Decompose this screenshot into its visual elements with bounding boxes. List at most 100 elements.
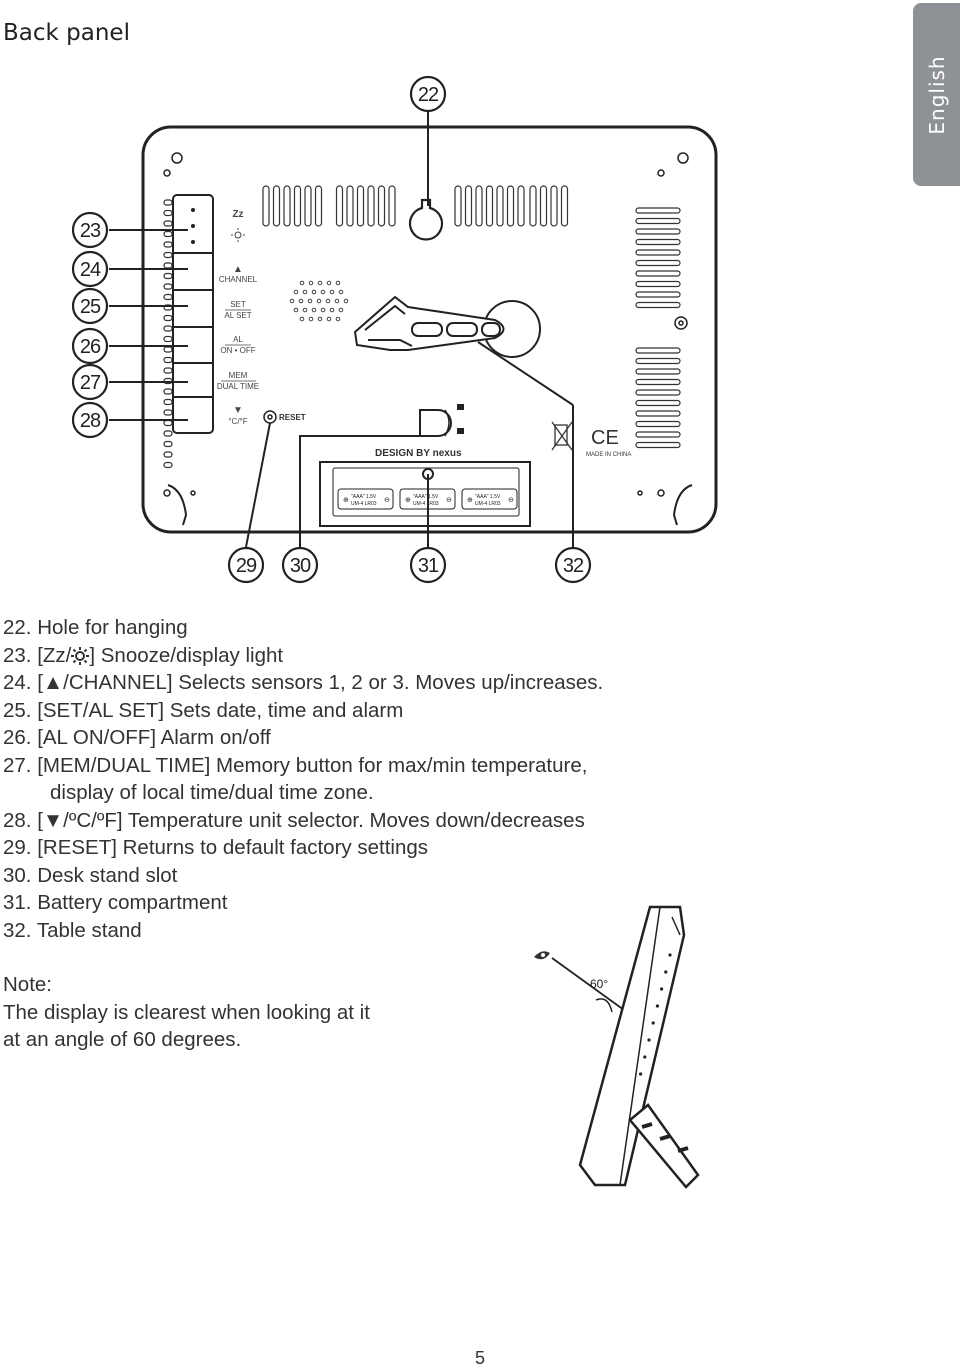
list-item: 25. [SET/AL SET] Sets date, time and ala…	[3, 698, 404, 722]
vent-slot	[635, 228, 681, 235]
speaker-holes	[289, 280, 349, 322]
lock-knob	[419, 409, 452, 437]
callout-22: 22	[409, 75, 447, 113]
vent-slot	[163, 283, 173, 290]
callout-28: 28	[71, 401, 109, 439]
vent-slot	[635, 347, 681, 354]
vent-slot	[335, 185, 344, 227]
button-dots	[191, 208, 195, 244]
brand-label: DESIGN BY nexus	[375, 448, 462, 459]
reset-label: RESET	[279, 413, 306, 422]
speaker-hole	[320, 307, 326, 313]
side-stand	[628, 1103, 700, 1189]
vent-slot	[475, 185, 483, 227]
speaker-hole	[302, 307, 308, 313]
battery-minus: ⊖	[384, 497, 390, 504]
vent-slot	[163, 241, 173, 248]
speaker-hole	[317, 280, 323, 286]
speaker-hole	[325, 298, 331, 304]
callout-23: 23	[71, 211, 109, 249]
speaker-hole	[308, 316, 314, 322]
speaker-hole	[293, 307, 299, 313]
speaker-hole	[307, 298, 313, 304]
speaker-hole	[289, 298, 295, 304]
back-panel-diagram: Zz ▲ CHANNEL SET AL SET AL ON • OFF MEM …	[71, 75, 718, 584]
label-sun-icon	[231, 228, 245, 242]
speaker-hole	[326, 280, 332, 286]
corner-screws	[163, 152, 689, 497]
vent-slot	[163, 367, 173, 374]
vent-slot	[163, 419, 173, 427]
hanging-hole	[408, 198, 444, 241]
vent-slot	[550, 185, 558, 227]
vent-slot	[163, 199, 173, 206]
side-vent-dots	[639, 953, 672, 1076]
svg-text:30: 30	[290, 555, 311, 577]
vent-slot	[529, 185, 537, 227]
speaker-hole	[302, 289, 308, 295]
callout-32: 32	[554, 546, 592, 584]
svg-text:28: 28	[80, 410, 101, 432]
vent-slot	[163, 314, 173, 322]
angle-arc	[595, 998, 613, 1013]
vent-slot	[635, 431, 681, 438]
vent-slot	[388, 185, 396, 227]
vent-slot	[304, 185, 312, 227]
battery-plus: ⊕	[405, 497, 411, 504]
vent-slot	[635, 280, 681, 288]
left-vent-slots	[163, 199, 173, 469]
top-vent-slots	[262, 185, 569, 227]
battery-minus: ⊖	[446, 497, 452, 504]
vent-slot	[163, 430, 173, 437]
list-item: 31. Battery compartment	[3, 891, 228, 914]
vent-slot	[635, 441, 681, 449]
vent-slot	[163, 346, 173, 353]
compliance-marks	[551, 421, 573, 451]
list-item: 22. Hole for hanging	[3, 616, 188, 639]
speaker-hole	[334, 298, 340, 304]
vent-slot	[464, 185, 473, 227]
vent-slot	[635, 217, 681, 225]
vent-slot	[314, 185, 323, 227]
vent-slot	[635, 357, 681, 365]
vent-slot	[635, 270, 681, 277]
speaker-hole	[335, 316, 341, 322]
side-view-diagram: 60°	[534, 905, 700, 1189]
list-item: 32. Table stand	[3, 918, 142, 942]
label-al: AL	[233, 335, 243, 344]
svg-text:32: 32	[563, 555, 584, 577]
vent-slot	[635, 420, 681, 428]
padlock-icons	[457, 404, 464, 434]
item-list: 22. Hole for hanging 23. [Zz/] Snooze/di…	[3, 614, 603, 944]
device-side-profile	[578, 905, 686, 1187]
vent-slot	[356, 185, 365, 227]
page-number: 5	[474, 1348, 485, 1368]
label-set: SET	[230, 300, 246, 309]
label-mem: MEM	[229, 371, 248, 380]
label-al-set: AL SET	[224, 311, 251, 320]
vent-slot	[163, 325, 173, 332]
vent-slot	[272, 185, 281, 227]
callout-25: 25	[71, 287, 109, 325]
vent-slot	[346, 185, 354, 227]
label-on-off: ON • OFF	[220, 346, 255, 355]
battery-minus: ⊖	[508, 497, 514, 504]
vent-slot	[163, 388, 173, 395]
speaker-hole	[320, 289, 326, 295]
battery-type: "AAA" 1.5V	[413, 494, 439, 500]
speaker-hole	[298, 298, 304, 304]
note-block: Note: The display is clearest when looki…	[3, 971, 370, 1054]
svg-text:23: 23	[80, 220, 101, 242]
list-item: 29. [RESET] Returns to default factory s…	[3, 836, 429, 859]
vent-dot	[655, 1004, 659, 1008]
note-line: at an angle of 60 degrees.	[3, 1028, 242, 1051]
callout-27: 27	[71, 363, 109, 401]
vent-slot	[506, 185, 515, 227]
language-tab[interactable]: English	[913, 3, 960, 186]
speaker-hole	[326, 316, 332, 322]
side-button-strip	[172, 194, 214, 434]
vent-slot	[163, 220, 173, 227]
vent-slot	[262, 185, 270, 227]
speaker-hole	[338, 289, 344, 295]
